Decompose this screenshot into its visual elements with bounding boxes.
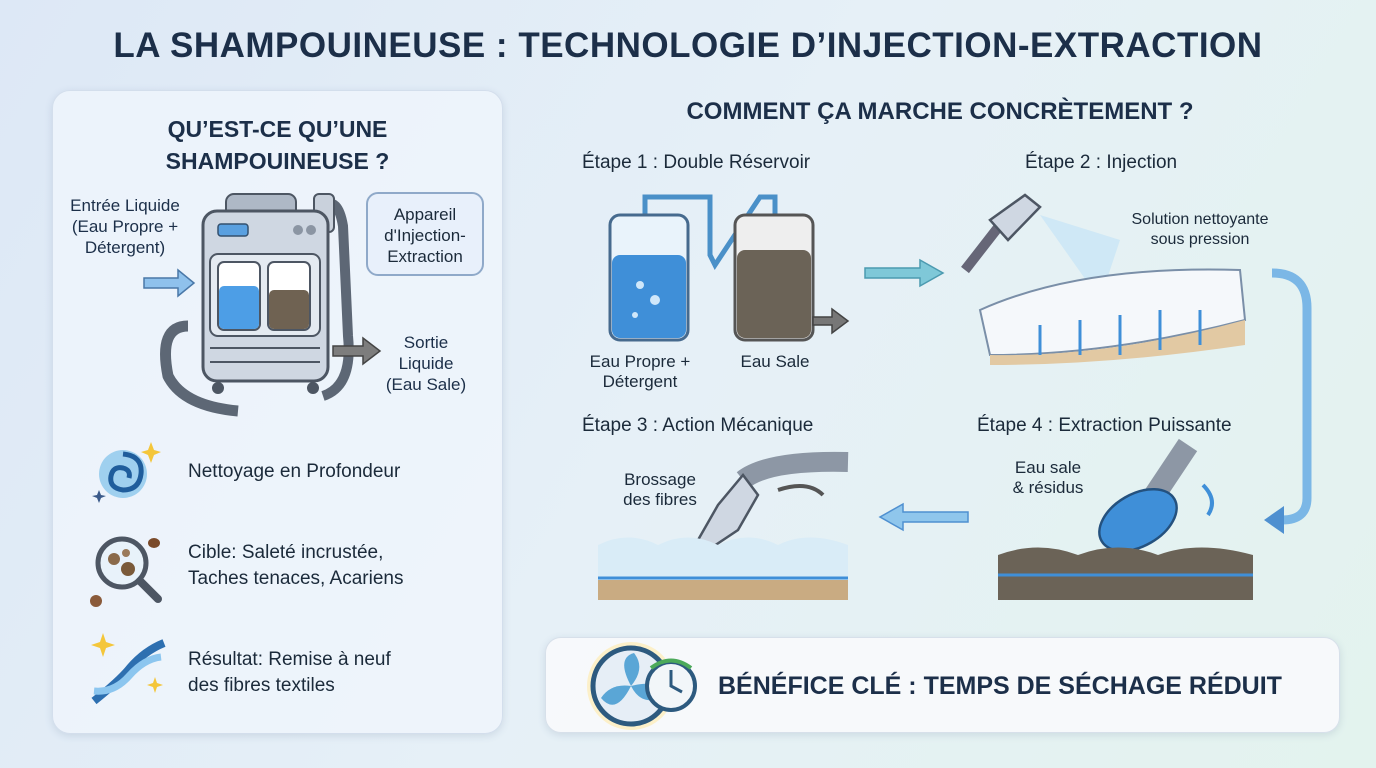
step3-title: Étape 3 : Action Mécanique	[582, 415, 814, 436]
shampouineuse-machine-icon	[143, 193, 382, 417]
feature-line: Cible: Saleté incrustée,	[188, 542, 384, 563]
left-heading-line2: SHAMPOUINEUSE ?	[165, 148, 390, 174]
bubble-line: Appareil	[393, 205, 457, 224]
step4-title: Étape 4 : Extraction Puissante	[977, 415, 1232, 436]
fan-clock-icon	[587, 642, 697, 730]
bubble-line: Extraction	[387, 247, 463, 266]
output-label: Sortie Liquide (Eau Sale)	[371, 332, 481, 395]
feature-text: Résultat: Remise à neuf des fibres texti…	[188, 647, 391, 699]
step1-clean-line: Détergent	[602, 372, 678, 391]
output-label-line: Sortie	[403, 333, 449, 352]
step1-dirty-label: Eau Sale	[740, 352, 810, 371]
step3-caption: Brossage des fibres	[605, 470, 715, 510]
step3-caption-line: des fibres	[623, 490, 697, 509]
feature-line: Taches tenaces, Acariens	[188, 568, 404, 589]
step2-title: Étape 2 : Injection	[1025, 152, 1178, 173]
page-title: LA SHAMPOUINEUSE : TECHNOLOGIE D’INJECTI…	[113, 26, 1263, 65]
arrow-step1-to-step2	[864, 258, 945, 288]
feature-text: Cible: Saleté incrustée, Taches tenaces,…	[188, 540, 403, 592]
step2-caption: Solution nettoyante sous pression	[1100, 210, 1300, 250]
spray-injection-icon	[961, 193, 1247, 365]
step3-caption-line: Brossage	[624, 470, 696, 489]
benefit-box: BÉNÉFICE CLÉ : TEMPS DE SÉCHAGE RÉDUIT	[545, 637, 1340, 733]
brushing-nozzle-icon	[598, 451, 849, 600]
feature-line: Nettoyage en Profondeur	[188, 461, 401, 482]
magnifier-mite-icon	[90, 536, 162, 607]
left-heading: QU’EST-CE QU’UNE SHAMPOUINEUSE ?	[53, 113, 502, 177]
step2-caption-line: Solution nettoyante	[1131, 211, 1269, 228]
feature-text: Nettoyage en Profondeur	[188, 459, 400, 485]
left-panel: QU’EST-CE QU’UNE SHAMPOUINEUSE ? Entrée …	[52, 90, 503, 734]
arrow-step4-to-step3	[878, 502, 969, 532]
step4-caption-line: & résidus	[1012, 478, 1084, 497]
arrow-step2-to-step4	[1264, 268, 1312, 534]
left-heading-line1: QU’EST-CE QU’UNE	[167, 116, 388, 142]
device-bubble: Appareil d'Injection- Extraction	[366, 192, 484, 276]
step1-clean-line: Eau Propre +	[589, 352, 691, 371]
output-label-line: (Eau Sale)	[385, 375, 467, 394]
bubble-line: d'Injection-	[384, 226, 466, 245]
swirl-sparkle-icon	[92, 442, 161, 503]
input-label-line: Entrée Liquide	[70, 196, 180, 215]
step2-caption-line: sous pression	[1150, 231, 1250, 248]
input-label-line: Détergent)	[84, 238, 166, 257]
benefit-text: BÉNÉFICE CLÉ : TEMPS DE SÉCHAGE RÉDUIT	[718, 672, 1282, 700]
step4-caption-line: Eau sale	[1014, 458, 1082, 477]
output-label-line: Liquide	[398, 354, 454, 373]
feature-line: des fibres textiles	[188, 675, 335, 696]
step4-caption: Eau sale & résidus	[1003, 458, 1093, 498]
fiber-sparkle-icon	[91, 633, 166, 705]
input-label-line: (Eau Propre +	[71, 217, 179, 236]
step1-title: Étape 1 : Double Réservoir	[582, 152, 811, 173]
feature-line: Résultat: Remise à neuf	[188, 649, 391, 670]
extraction-brush-icon	[998, 438, 1253, 600]
right-heading: COMMENT ÇA MARCHE CONCRÈTEMENT ?	[686, 98, 1194, 125]
input-label: Entrée Liquide (Eau Propre + Détergent)	[65, 195, 185, 258]
step1-clean-label: Eau Propre + Détergent	[585, 352, 695, 392]
double-tank-icon	[608, 194, 850, 342]
